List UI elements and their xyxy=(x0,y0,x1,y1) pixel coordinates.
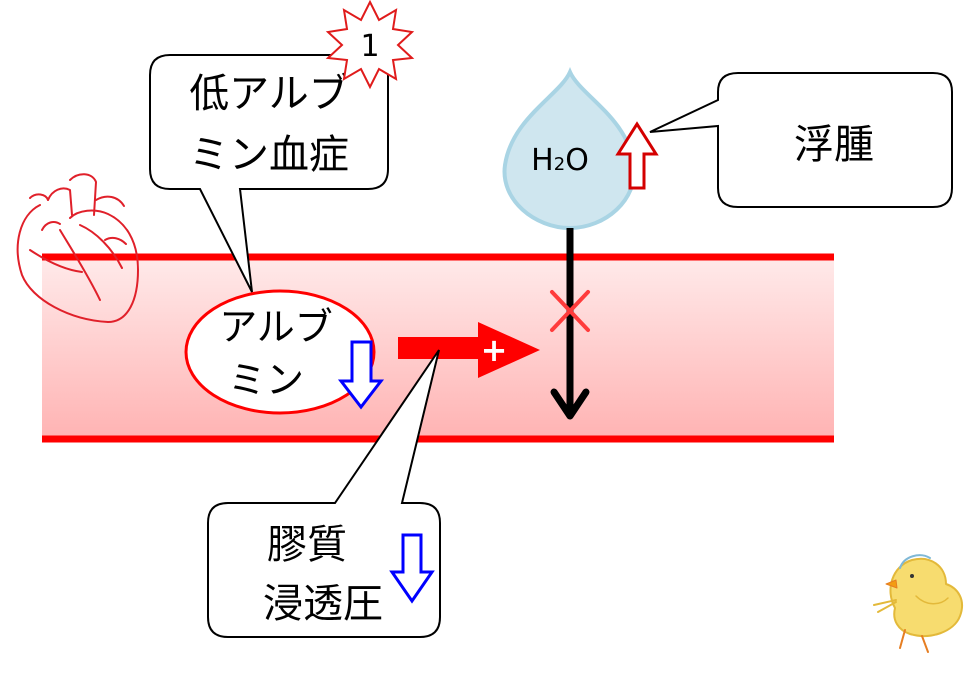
callout-oncotic-line1: 膠質 xyxy=(267,522,347,568)
oncotic-pressure-arrow: + xyxy=(398,322,540,378)
albumin-label-line2: ミン xyxy=(228,358,304,402)
callout-hypoalbuminemia-line1: 低アルブ xyxy=(189,71,349,117)
callout-hypoalbuminemia: 低アルブ ミン血症 xyxy=(149,54,389,293)
albumin-label-line1: アルブ xyxy=(219,305,333,349)
water-label: H2O xyxy=(531,143,589,178)
water-drop: H2O xyxy=(502,66,637,231)
blocked-x-icon xyxy=(550,290,590,332)
water-increase-arrow-icon xyxy=(615,121,659,190)
callout-bubble xyxy=(649,72,953,208)
callout-oncotic-pressure: 膠質 浸透圧 xyxy=(207,349,441,638)
chick-sketch-icon xyxy=(873,554,964,653)
badge-number: 1 xyxy=(360,29,379,64)
callout-oncotic-line2: 浸透圧 xyxy=(263,581,383,627)
albumin-ellipse: アルブ ミン xyxy=(184,289,376,415)
albumin-decrease-arrow-icon xyxy=(337,340,385,410)
heart-sketch-icon xyxy=(16,173,139,323)
water-flow-arrow xyxy=(550,228,590,420)
plus-sign: + xyxy=(481,331,508,369)
callout-hypoalbuminemia-line2: ミン血症 xyxy=(189,132,349,178)
oncotic-decrease-arrow-icon xyxy=(389,533,435,604)
callout-edema-label: 浮腫 xyxy=(794,122,874,168)
callout-edema: 浮腫 xyxy=(649,72,953,208)
starburst-badge-icon: 1 xyxy=(325,0,415,90)
callout-bubble xyxy=(207,349,441,638)
